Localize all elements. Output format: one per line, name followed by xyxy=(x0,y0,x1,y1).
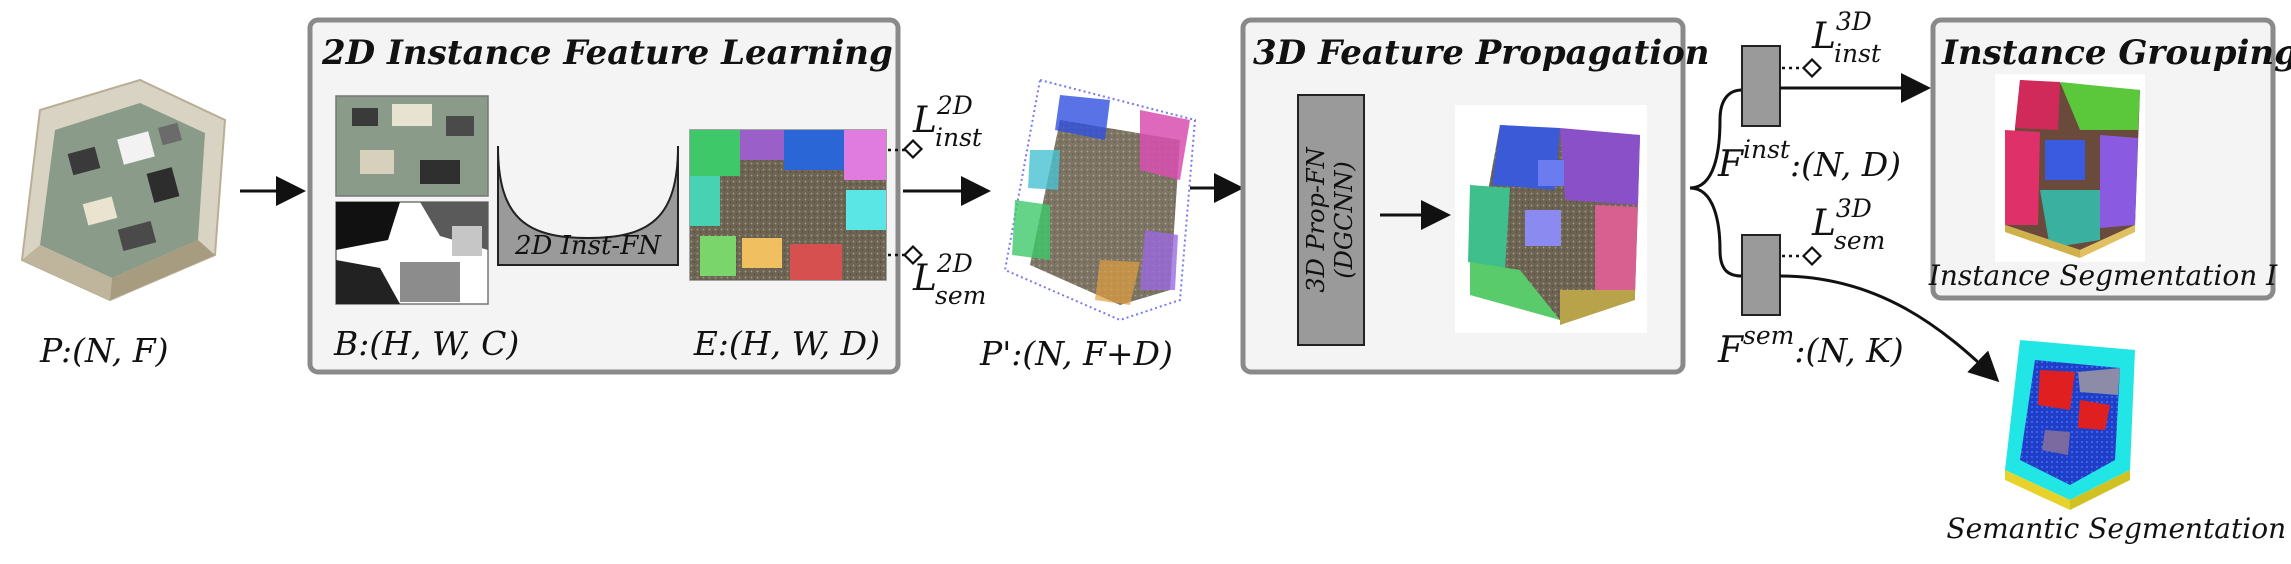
feature-sem-sup: sem xyxy=(1743,321,1794,350)
loss-3d-inst-diamond xyxy=(1804,60,1821,77)
loss-3d-sem: L3D sem xyxy=(1811,194,1885,255)
loss-3d-inst-sup: 3D xyxy=(1836,7,1872,36)
loss-2d-inst: L2D inst xyxy=(912,91,983,152)
rgb-image-top xyxy=(336,96,488,196)
semantic-segmentation-image xyxy=(2005,340,2135,510)
loss-3d-sem-sup: 3D xyxy=(1836,194,1872,223)
feature-sem-base: F xyxy=(1717,330,1745,371)
feature-sem-label: Fsem:(N, K) xyxy=(1717,321,1904,371)
feature-inst-sup: inst xyxy=(1743,135,1791,164)
feature-sem-tail: :(N, K) xyxy=(1794,331,1903,370)
panel-grouping-title: Instance Grouping xyxy=(1941,33,2291,73)
panel-2d-title: 2D Instance Feature Learning xyxy=(321,33,893,73)
propagated-feature-room xyxy=(1455,105,1647,333)
loss-3d-sem-sub: sem xyxy=(1834,226,1885,255)
loss-2d-sem-base: L xyxy=(912,258,937,299)
network-3d-label-line2: (DGCNN) xyxy=(1330,161,1358,279)
loss-3d-inst-sub: inst xyxy=(1834,39,1882,68)
panel-3d-title: 3D Feature Propagation xyxy=(1253,33,1710,73)
loss-2d-sem: L2D sem xyxy=(912,249,986,310)
loss-2d-inst-sub: inst xyxy=(935,123,983,152)
loss-2d-inst-sup: 2D xyxy=(936,91,973,120)
caption-e: E:(H, W, D) xyxy=(693,324,880,363)
network-3d-label-line1: 3D Prop-FN xyxy=(1302,146,1330,292)
branch-to-sem xyxy=(1690,188,1742,276)
input-room-image xyxy=(22,80,225,300)
semantic-segmentation-caption: Semantic Segmentation L xyxy=(1946,512,2291,545)
loss-3d-sem-base: L xyxy=(1811,203,1836,244)
loss-3d-inst: L3D inst xyxy=(1811,7,1882,68)
intermediate-label: P':(N, F+D) xyxy=(979,334,1173,373)
loss-2d-sem-sup: 2D xyxy=(936,249,973,278)
feature-sem-block xyxy=(1742,235,1780,315)
instance-segmentation-image xyxy=(1995,74,2145,262)
feature-inst-label: Finst:(N, D) xyxy=(1717,135,1901,185)
loss-3d-sem-diamond xyxy=(1804,248,1821,265)
feature-map-image xyxy=(690,130,886,280)
caption-b: B:(H, W, C) xyxy=(333,324,519,363)
input-label: P:(N, F) xyxy=(39,331,169,370)
depth-image-bottom xyxy=(336,202,488,304)
loss-3d-inst-base: L xyxy=(1811,16,1836,57)
loss-2d-inst-base: L xyxy=(912,100,937,141)
network-2d-label: 2D Inst-FN xyxy=(514,231,662,261)
loss-2d-inst-diamond xyxy=(905,141,922,158)
intermediate-point-cloud xyxy=(1005,80,1195,320)
instance-segmentation-caption: Instance Segmentation I xyxy=(1928,259,2278,292)
loss-2d-sem-sub: sem xyxy=(935,281,986,310)
feature-inst-tail: :(N, D) xyxy=(1790,145,1901,184)
feature-inst-base: F xyxy=(1717,144,1745,185)
feature-inst-block xyxy=(1742,46,1780,126)
